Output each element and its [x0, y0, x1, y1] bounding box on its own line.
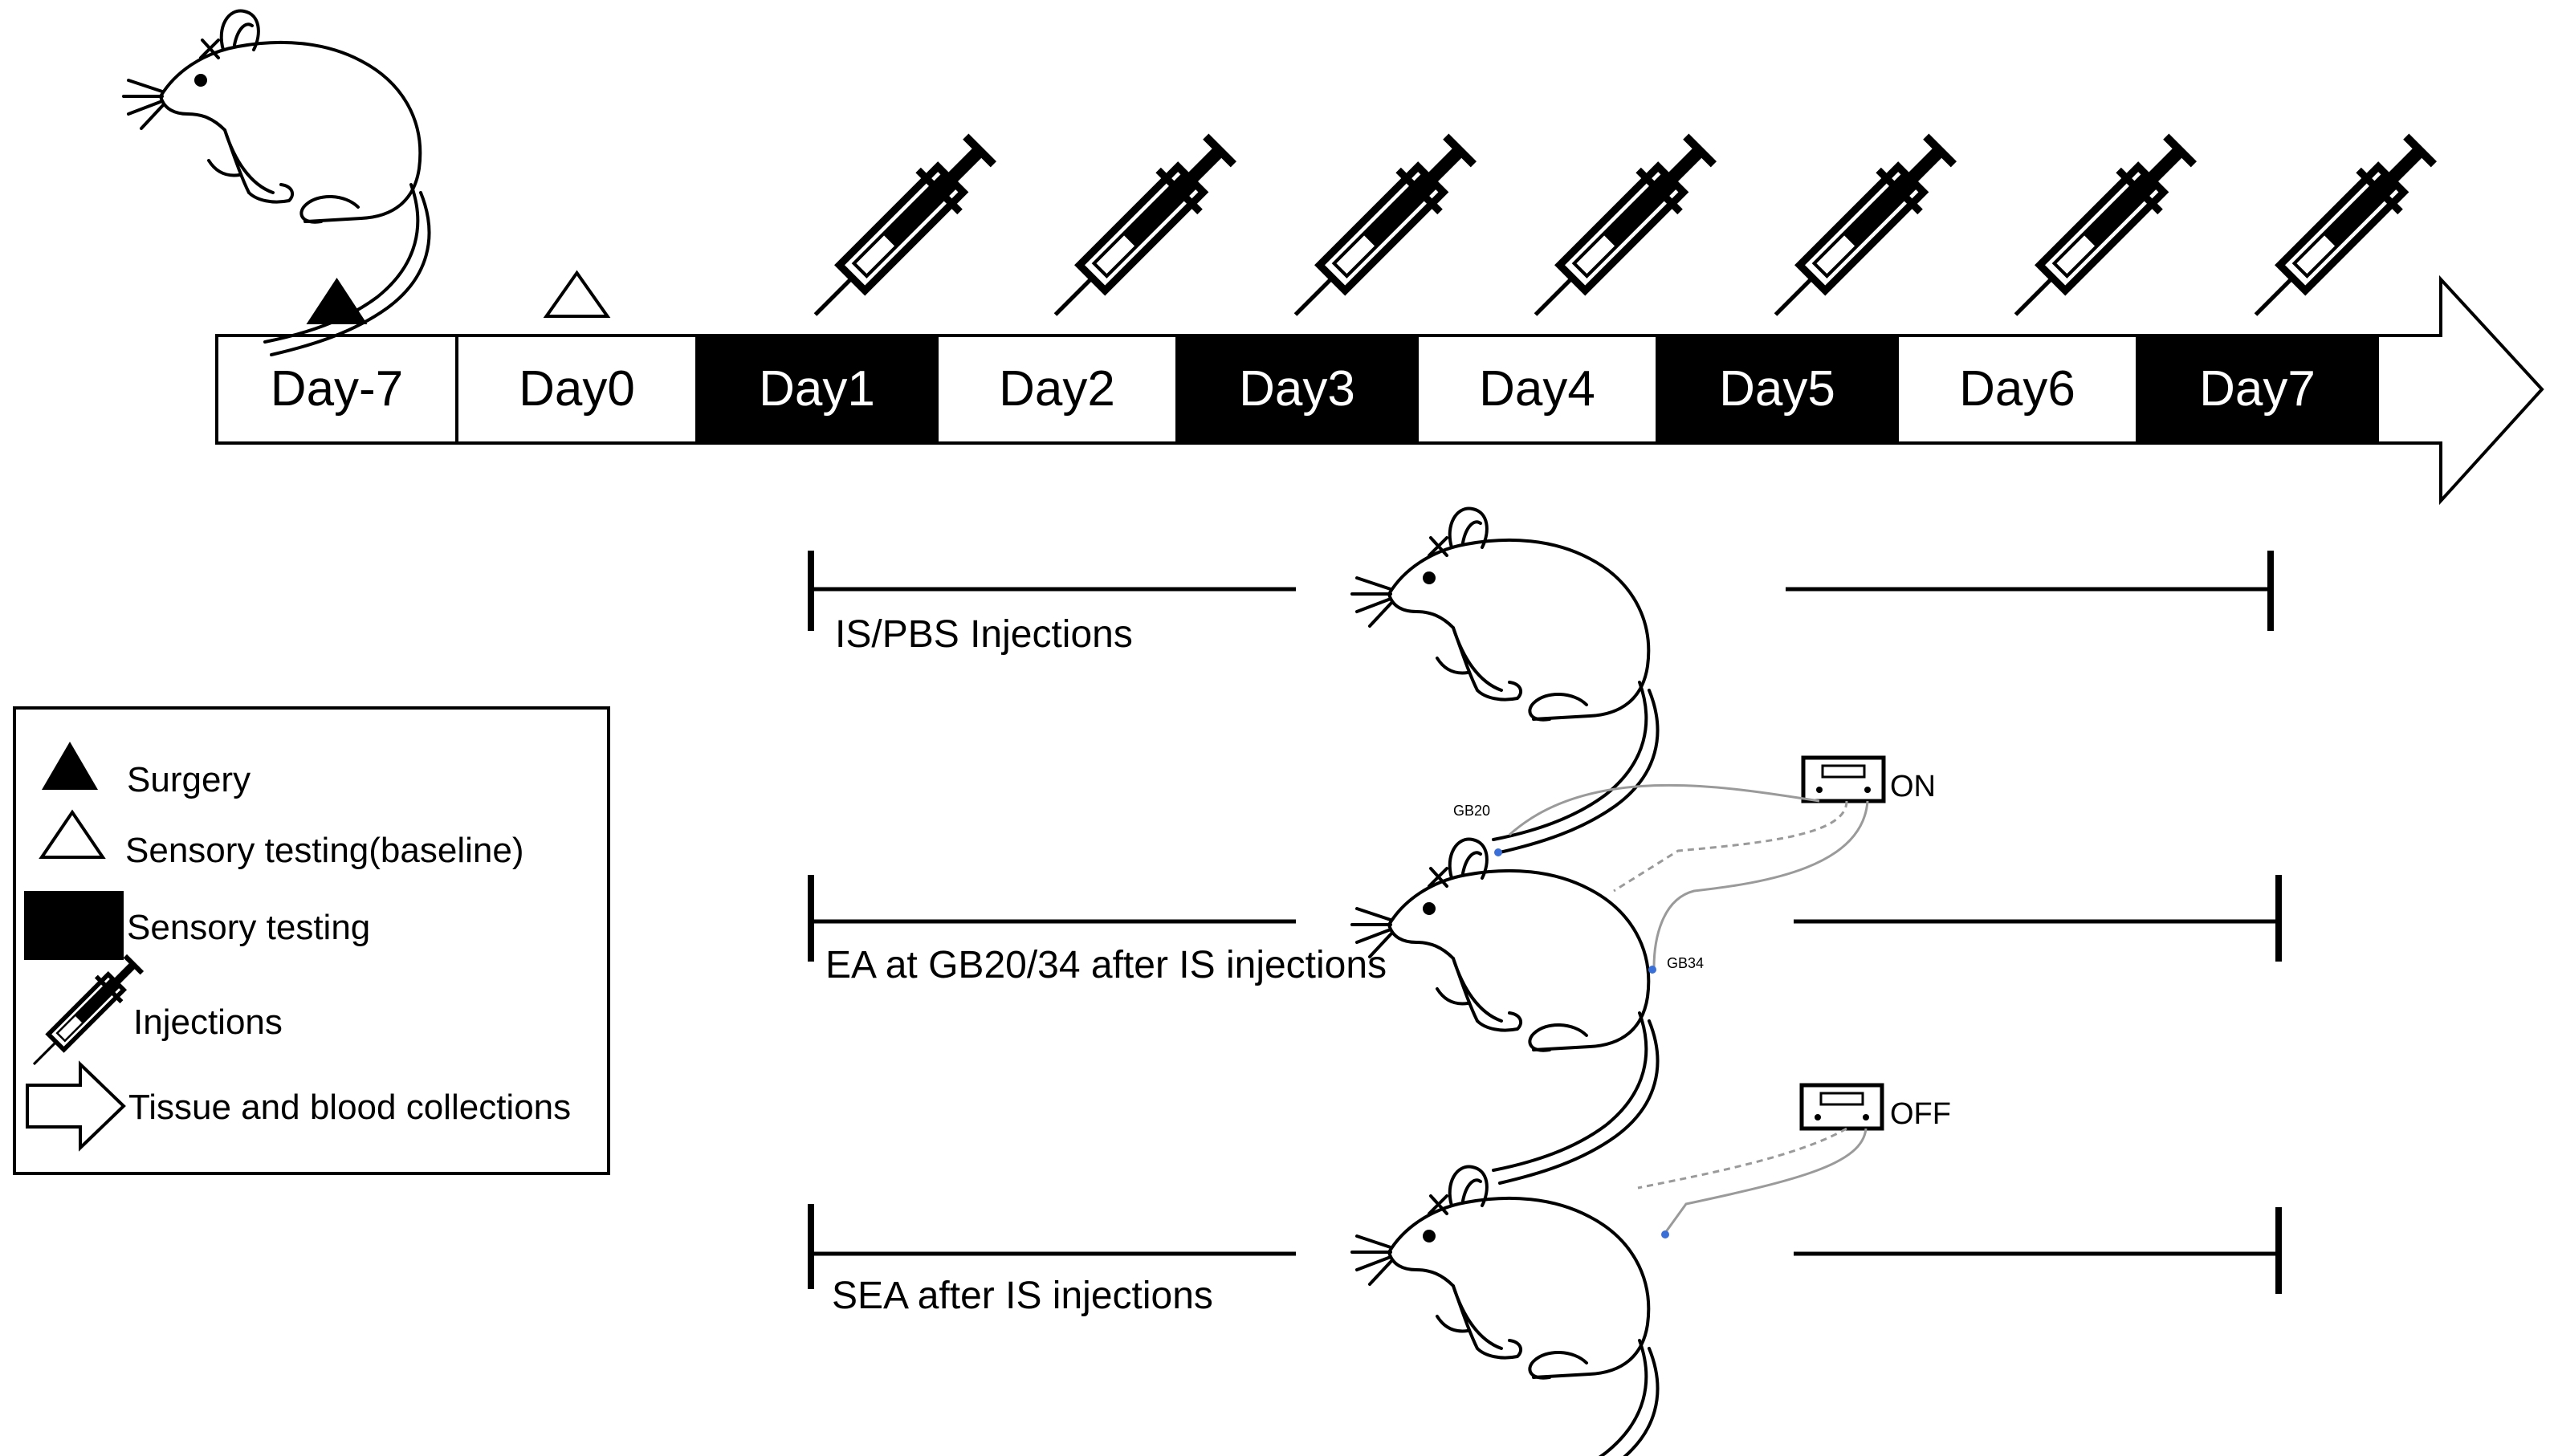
group-ea: EA at GB20/34 after IS injections ON GB2…: [808, 755, 2282, 1185]
rat-surgery-illustration: [122, 9, 431, 356]
legend: Surgery Sensory testing(baseline) Sensor…: [13, 706, 610, 1175]
ea-wire-1: [1508, 783, 1820, 836]
device-off-label: OFF: [1890, 1097, 1951, 1131]
day-label-1: Day-7: [271, 361, 403, 417]
stimulator-device-on: [1801, 755, 1886, 803]
acupoint-gb34-label: GB34: [1667, 955, 1704, 971]
day-label-9: Day7: [2199, 361, 2316, 417]
day-box-2: [455, 334, 699, 445]
day-box-1: [215, 334, 458, 445]
group-2-label: EA at GB20/34 after IS injections: [825, 944, 1387, 986]
device-on-label: ON: [1890, 770, 1936, 803]
legend-sensory-label: Sensory testing: [127, 908, 370, 947]
black-box-icon: [24, 891, 124, 960]
ea-wire-2: [1652, 800, 1869, 969]
day-label-3: Day1: [759, 361, 875, 417]
day-markers: [306, 129, 2442, 324]
day-box-6: [1415, 334, 1659, 445]
syringe-icon-day-7: [1776, 129, 1961, 315]
legend-surgery-label: Surgery: [127, 760, 251, 799]
syringe-icon-day-8: [2016, 129, 2202, 315]
rat-is-pbs-illustration: [1350, 506, 1660, 854]
baseline-marker-icon: [543, 270, 611, 318]
ea-wire-3: [1613, 800, 1848, 893]
day-box-5: [1175, 334, 1419, 445]
legend-injections-label: Injections: [133, 1003, 283, 1042]
sea-wire-1: [1637, 1127, 1847, 1190]
rat-ea-illustration: [1350, 837, 1660, 1185]
open-arrow-icon: [26, 1060, 126, 1152]
timeline-arrow: [2361, 275, 2544, 506]
rat-sea-illustration: [1350, 1165, 1660, 1456]
surgery-marker-icon: [306, 278, 368, 324]
syringe-icon-day-5: [1296, 129, 1481, 315]
filled-triangle-icon: [42, 742, 98, 790]
day-label-4: Day2: [999, 361, 1115, 417]
sham-point-dot: [1661, 1230, 1669, 1238]
acupoint-gb20-label: GB20: [1453, 803, 1490, 819]
group-3-label: SEA after IS injections: [832, 1275, 1213, 1317]
syringe-icon-day-9: [2256, 129, 2442, 315]
stimulator-display-off: [1819, 1092, 1864, 1106]
acupoint-gb34-dot: [1648, 966, 1656, 974]
day-box-3: [695, 334, 939, 445]
syringe-icon-day-3: [816, 129, 1001, 315]
day-label-2: Day0: [519, 361, 635, 417]
group-is-pbs: IS/PBS Injections: [808, 506, 2274, 854]
day-boxes: Day-7 Day0 Day1 Day2 Day3 Day4 Day5 Day6 Day7: [215, 334, 2379, 445]
open-triangle-icon: [39, 809, 106, 859]
acupoint-gb20-dot: [1494, 848, 1502, 856]
legend-baseline-label: Sensory testing(baseline): [125, 831, 523, 870]
day-label-6: Day4: [1479, 361, 1595, 417]
group-1-label: IS/PBS Injections: [835, 613, 1133, 656]
day-label-7: Day5: [1719, 361, 1835, 417]
stimulator-display: [1821, 764, 1866, 779]
group-sea: SEA after IS injections OFF: [808, 1083, 2282, 1456]
day-label-5: Day3: [1239, 361, 1355, 417]
day-box-8: [1896, 334, 2139, 445]
syringe-icon-day-6: [1536, 129, 1721, 315]
sea-wire-2: [1664, 1128, 1868, 1234]
day-label-8: Day6: [1959, 361, 2075, 417]
stimulator-device-off: [1799, 1083, 1884, 1131]
day-box-7: [1656, 334, 1899, 445]
syringe-icon-day-4: [1056, 129, 1241, 315]
day-box-9: [2136, 334, 2379, 445]
legend-tissue-label: Tissue and blood collections: [128, 1088, 571, 1127]
